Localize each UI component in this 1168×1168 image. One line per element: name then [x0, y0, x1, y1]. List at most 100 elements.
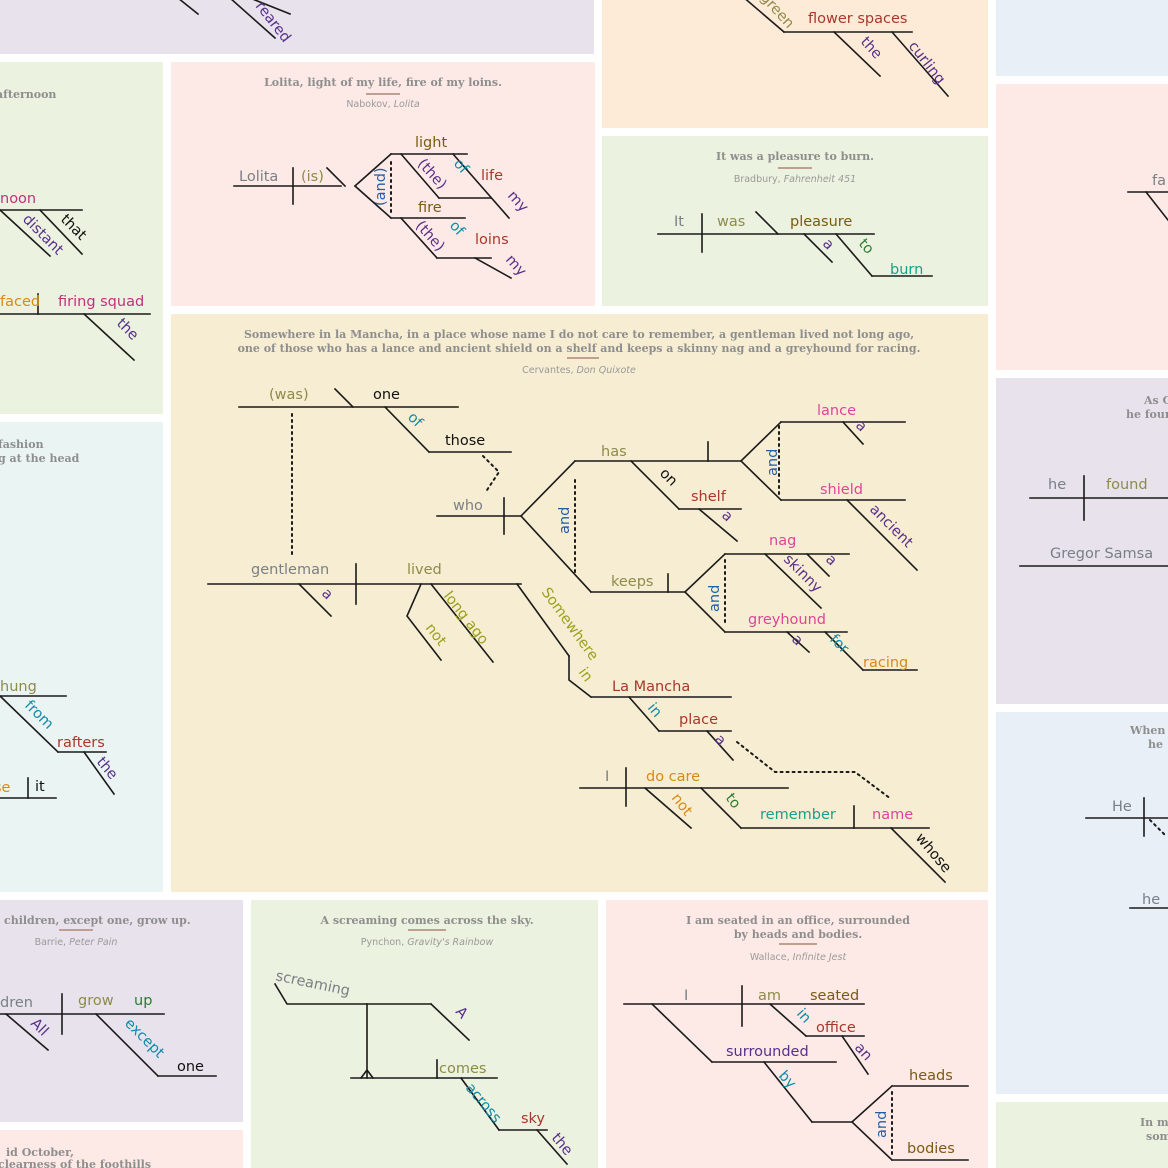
quote-fragment-2: he: [1148, 738, 1163, 751]
word: Lolita: [239, 169, 278, 185]
word: dren: [0, 995, 33, 1011]
word: fa: [1152, 173, 1166, 189]
word: a: [711, 732, 729, 750]
word: found: [1106, 477, 1148, 493]
word: I: [684, 988, 688, 1004]
word: it: [35, 779, 45, 795]
word: greyhound: [748, 612, 826, 628]
word: my: [504, 188, 531, 216]
quote-fragment-2: he foun: [1126, 408, 1168, 421]
citation: Bradbury, Fahrenheit 451: [734, 174, 856, 185]
diagram-top-left: reared: [179, 0, 294, 46]
tile-lolita: Lolita, light of my life, fire of my loi…: [171, 62, 595, 306]
word: faced: [0, 294, 40, 310]
tile-bottom-right: In my som: [996, 1102, 1168, 1168]
quote: It was a pleasure to burn.: [716, 150, 874, 163]
word: remember: [760, 807, 836, 823]
word: A: [452, 1004, 471, 1022]
word: rafters: [57, 735, 105, 751]
word: of: [446, 218, 468, 240]
tile-right-fa: fa: [996, 84, 1168, 370]
tile-pynchon: A screaming comes across the sky. Pyncho…: [251, 900, 598, 1168]
quote-fragment-1: fashion: [0, 438, 44, 451]
tile-flower-spaces: green flower spaces the curling: [602, 0, 988, 128]
word: one: [177, 1059, 204, 1075]
citation: Nabokov, Lolita: [346, 99, 420, 110]
word: of: [450, 156, 472, 178]
word: and: [765, 449, 781, 476]
word: from: [21, 698, 56, 733]
tile-hung-rafters: fashion g at the head hung from rafters …: [0, 422, 163, 892]
word: he: [1048, 477, 1066, 493]
word: sky: [521, 1111, 545, 1127]
quote-fragment-1: When h: [1129, 724, 1168, 737]
tile-firing-squad: afternoon noon distant that faced firing…: [0, 62, 163, 414]
word: racing: [863, 655, 908, 671]
word: curling: [905, 39, 948, 88]
word: burn: [890, 262, 923, 278]
diagram-barrie: children, except one, grow up. Barrie, P…: [0, 914, 217, 1078]
word: a: [318, 586, 336, 604]
word: bodies: [907, 1141, 955, 1157]
word: a: [718, 508, 736, 526]
word: grow: [78, 993, 114, 1009]
citation-author: Wallace,: [750, 952, 790, 963]
word: not: [668, 791, 695, 820]
quote-fragment-2: clearness of the foothills: [0, 1158, 151, 1168]
word: do care: [646, 769, 700, 785]
diagram-hung-rafters: fashion g at the head hung from rafters …: [0, 438, 121, 799]
diagram-wallace: I am seated in an office, surrounded by …: [623, 914, 969, 1162]
word: the: [113, 316, 141, 344]
quote-fragment-2: g at the head: [0, 452, 80, 465]
word: was: [717, 214, 745, 230]
word: to: [855, 236, 877, 258]
word: (and): [373, 167, 389, 206]
diagram-bottom-left: id October, clearness of the foothills: [0, 1146, 151, 1168]
word: and: [557, 507, 573, 534]
quote-line-2: one of those who has a lance and ancient…: [238, 342, 921, 355]
quote-fragment-2: som: [1146, 1130, 1168, 1143]
word: firing squad: [58, 294, 144, 310]
diagram-gregor: As G he foun he found Gregor Samsa: [1019, 394, 1168, 567]
word: the: [93, 754, 121, 783]
quote-line-2: by heads and bodies.: [734, 928, 862, 941]
citation: Cervantes, Don Quixote: [522, 365, 636, 376]
tile-barrie: children, except one, grow up. Barrie, P…: [0, 900, 243, 1122]
word: who: [453, 498, 483, 514]
diagram-firing-squad: afternoon noon distant that faced firing…: [0, 88, 151, 362]
word: (is): [301, 169, 324, 185]
word: (was): [269, 387, 309, 403]
quote-fragment: afternoon: [0, 88, 56, 101]
word: an: [851, 1040, 875, 1064]
word: of: [404, 410, 426, 432]
word: seated: [810, 988, 859, 1004]
tile-cervantes: Somewhere in la Mancha, in a place whose…: [171, 314, 988, 892]
word: pleasure: [790, 214, 852, 230]
tile-bottom-left: id October, clearness of the foothills: [0, 1130, 243, 1168]
quote: children, except one, grow up.: [4, 914, 191, 927]
word: loins: [475, 232, 509, 248]
citation: Barrie, Peter Pain: [35, 937, 118, 948]
quote-fragment-1: id October,: [6, 1146, 74, 1159]
word: that: [57, 212, 89, 244]
word: up: [134, 993, 152, 1009]
citation-author: Barrie,: [35, 937, 67, 948]
word: flower spaces: [808, 11, 907, 27]
citation: Pynchon, Gravity's Rainbow: [361, 937, 494, 948]
citation-work: Peter Pain: [69, 937, 117, 948]
tile-gregor: As G he foun he found Gregor Samsa: [996, 378, 1168, 704]
citation-author: Nabokov,: [346, 99, 390, 110]
word: a: [852, 418, 870, 436]
word: keeps: [611, 574, 653, 590]
diagram-bradbury: It was a pleasure to burn. Bradbury, Fah…: [657, 150, 933, 278]
word: It: [674, 214, 684, 230]
word: surrounded: [726, 1044, 809, 1060]
word: am: [758, 988, 781, 1004]
word: Somewhere: [538, 585, 601, 664]
citation: Wallace, Infinite Jest: [750, 952, 848, 963]
tile-right-he: When h he He he: [996, 712, 1168, 1094]
diagram-lolita: Lolita, light of my life, fire of my loi…: [233, 76, 531, 280]
tile-right-top: [996, 0, 1168, 76]
diagram-right-fa: fa: [1127, 173, 1168, 222]
quote-line-1: I am seated in an office, surrounded: [686, 914, 910, 927]
